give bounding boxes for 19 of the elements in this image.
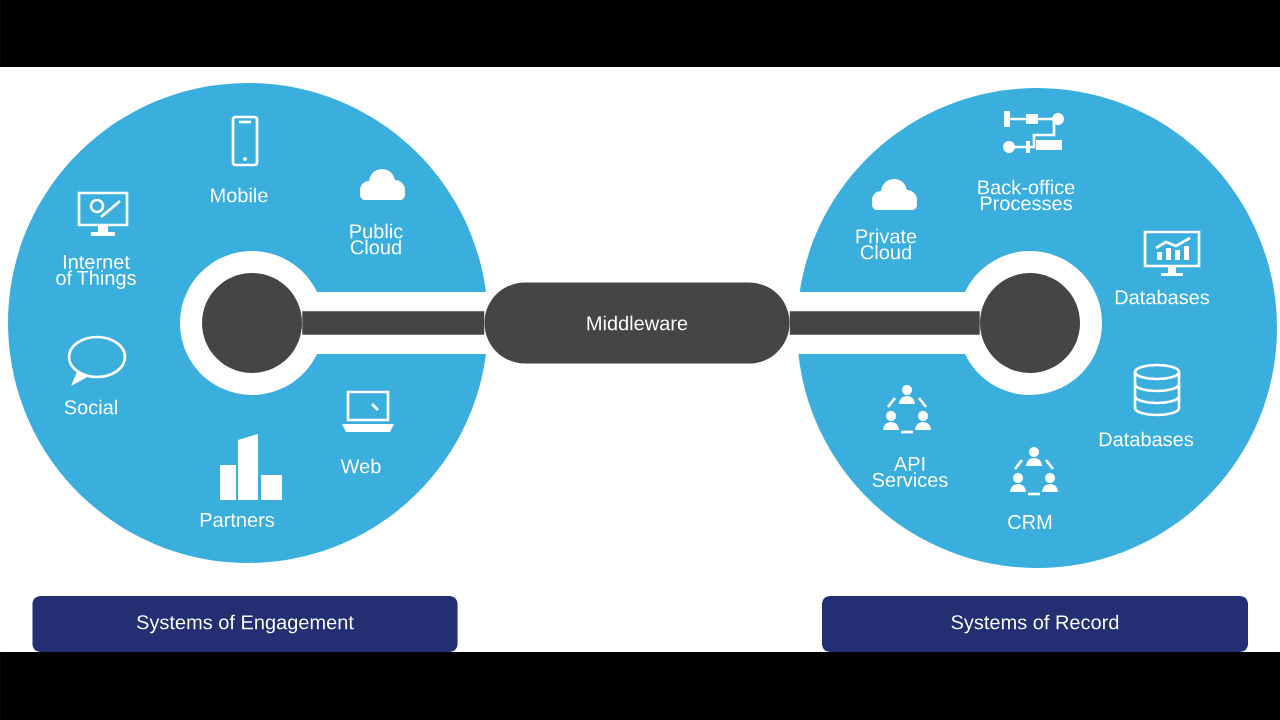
item-label: Public Cloud — [350, 223, 403, 255]
connector-bar — [302, 311, 485, 335]
caption-band: Systems of Engagement — [32, 596, 458, 652]
item-label: CRM — [1008, 514, 1052, 530]
item-label: Databases — [1115, 289, 1210, 305]
item-label: Internet of Things — [56, 255, 136, 289]
item-label: Partners — [200, 513, 275, 527]
connector-bar — [789, 311, 980, 335]
item-label: Databases — [1099, 431, 1194, 447]
item-label: Back-office Processes — [978, 179, 1075, 211]
item-label: Web — [340, 458, 381, 474]
item-label: Mobile — [211, 187, 268, 203]
caption-band: Systems of Record — [822, 596, 1248, 652]
item-label: API Services — [872, 457, 948, 487]
knob — [980, 273, 1080, 373]
middleware-pill: Middleware — [484, 282, 790, 364]
knob — [202, 273, 302, 373]
item-label: Private Cloud — [856, 228, 917, 260]
item-label: Social — [64, 399, 117, 415]
